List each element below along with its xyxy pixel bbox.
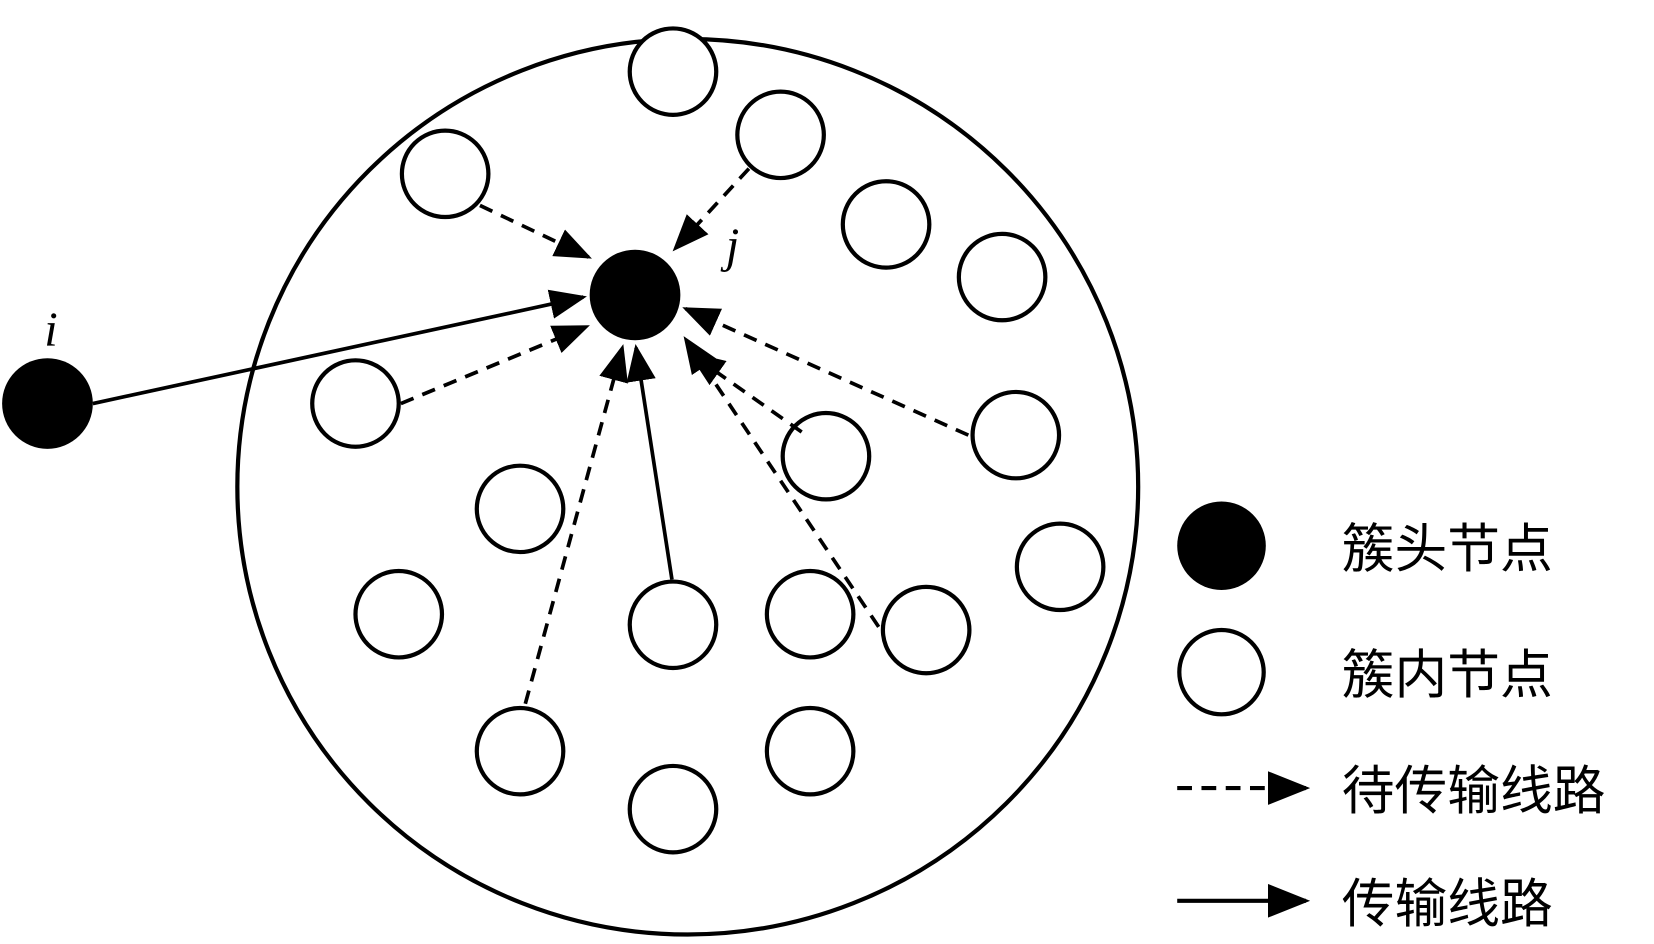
member-node [880,584,972,676]
legend-cluster-head: 簇头节点 [1342,519,1553,580]
member-node [735,89,826,181]
member-node [474,705,566,797]
transmission-link-arrow [92,289,587,406]
member-node [956,231,1048,323]
member-node [474,463,566,555]
legend-hollow-circle-icon [1177,627,1266,717]
pending-link-arrow [479,203,592,259]
member-node [764,568,856,660]
member-node [627,579,719,671]
transmission-link-arrow [626,344,674,580]
legend-transmission-link: 传输线路 [1342,874,1553,935]
member-node [310,358,401,449]
member-node [840,179,932,270]
member-node [764,705,856,797]
pending-link-arrow [682,307,970,437]
legend-member-node: 簇内节点 [1342,645,1553,706]
pending-link-arrow [672,167,751,252]
pending-link-arrow [523,344,628,705]
pending-link-arrow [400,324,590,406]
pending-link-arrow [687,351,803,434]
member-node [627,763,719,855]
member-node [627,26,719,117]
member-node [353,568,445,660]
member-node [780,410,872,502]
label-i: i [44,304,57,357]
member-node [1014,521,1106,613]
legend: 簇头节点 簇内节点 待传输线路 传输线路 [1177,501,1606,935]
legend-filled-circle-icon [1177,501,1266,590]
cluster-head-node-j [589,249,681,341]
pending-link-arrow [683,336,881,628]
label-j: j [720,219,739,272]
member-node [399,128,491,220]
legend-pending-link: 待传输线路 [1342,761,1606,822]
source-node-i [2,358,93,449]
member-node [970,389,1062,481]
